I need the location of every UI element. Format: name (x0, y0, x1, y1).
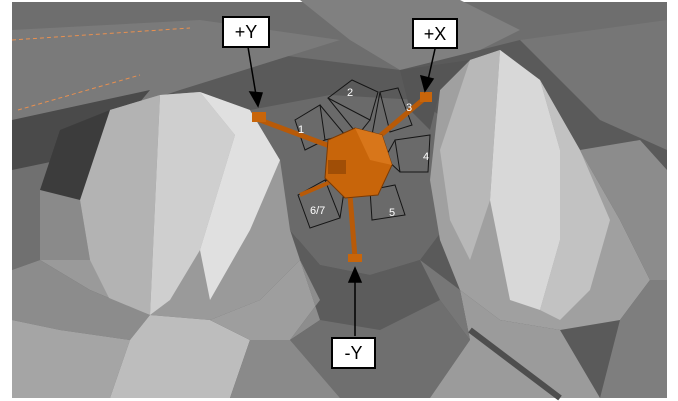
dashed-guide-line (11, 27, 191, 41)
camera-labels: 1 2 3 4 5 6/7 (298, 87, 429, 219)
camera-label-2: 2 (347, 87, 353, 99)
axis-arrows (247, 46, 436, 336)
axis-label-plus-x: +X (412, 18, 458, 49)
lander (252, 92, 432, 262)
dashed-guide-line (17, 74, 141, 111)
arrow-plus-x (427, 48, 436, 81)
foot-plus-x (420, 92, 432, 102)
camera-label-4: 4 (423, 151, 429, 163)
foot-plus-y (252, 112, 266, 122)
frustum-2 (327, 79, 379, 121)
frustum-5 (369, 184, 406, 221)
axis-label-minus-y: -Y (331, 337, 376, 369)
axis-label-plus-y: +Y (222, 16, 270, 48)
camera-label-67: 6/7 (310, 205, 325, 217)
camera-label-5: 5 (389, 207, 395, 219)
terrain (11, 0, 667, 401)
camera-label-3: 3 (406, 102, 412, 114)
arrow-plus-y (247, 46, 257, 96)
camera-label-1: 1 (298, 124, 304, 136)
foot-minus-y (348, 254, 362, 262)
frustum-4 (394, 134, 431, 173)
frustum-3 (379, 87, 413, 133)
